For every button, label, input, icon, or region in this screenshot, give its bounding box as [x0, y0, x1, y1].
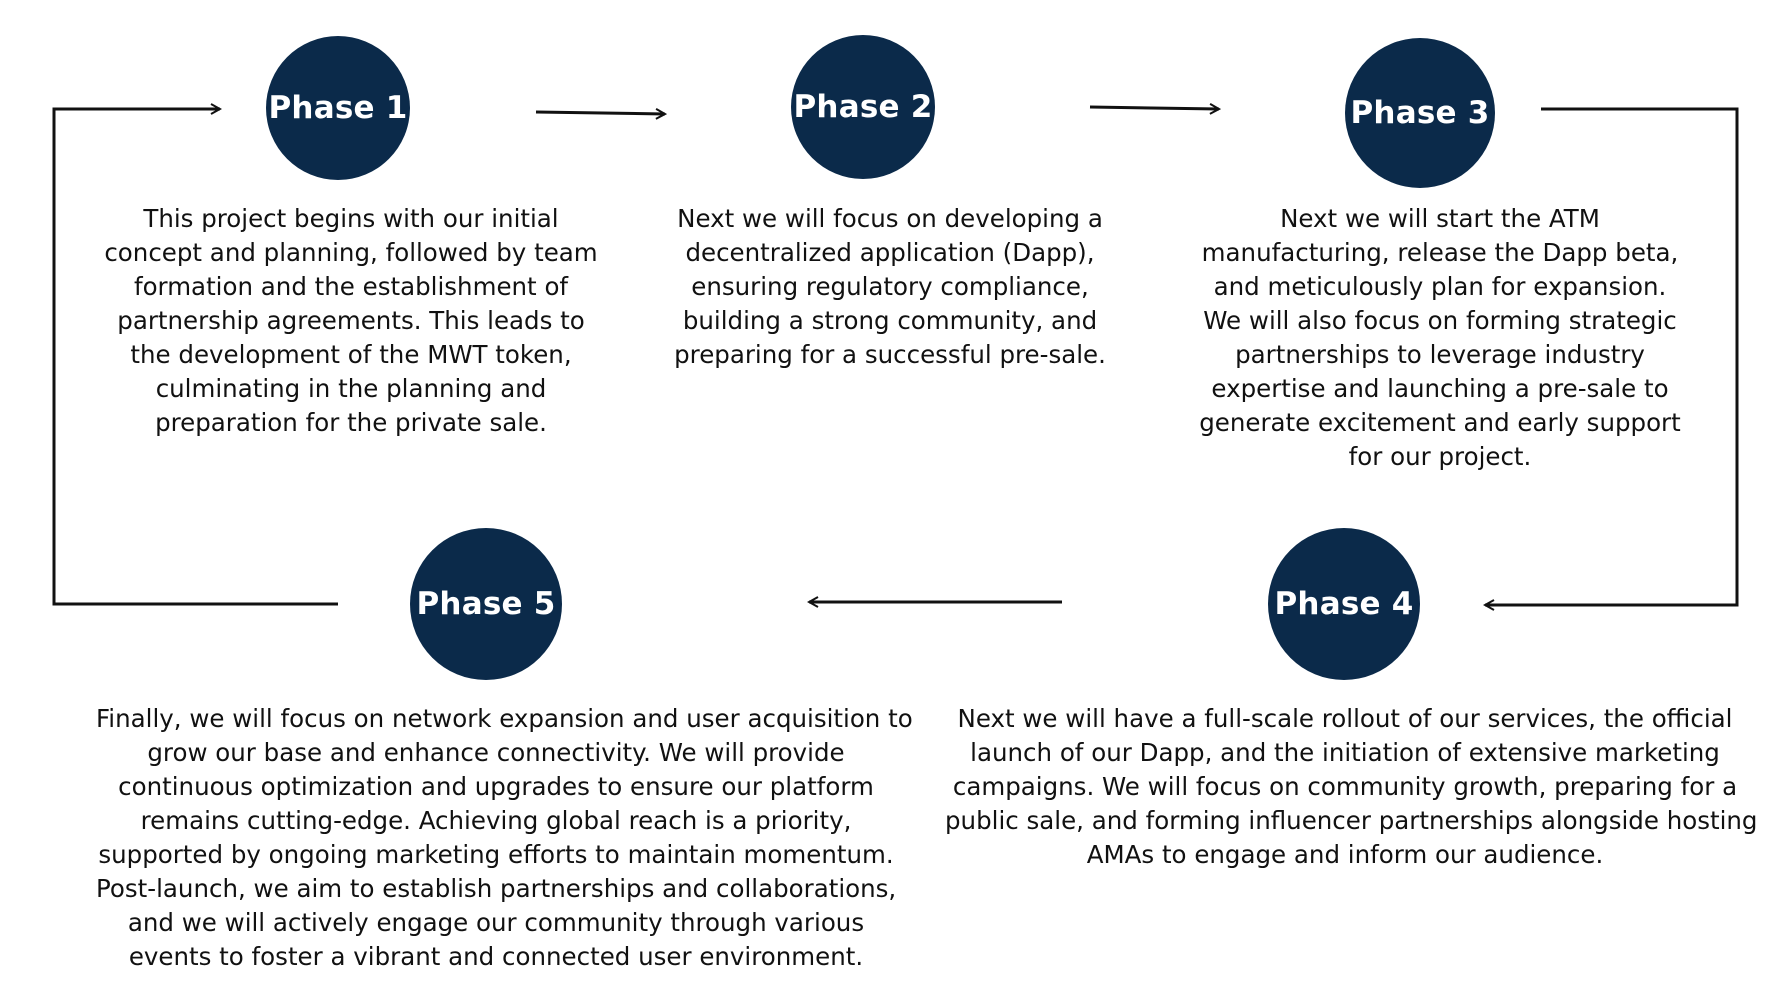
phase-3-text-line: Next we will start the ATM	[1280, 204, 1600, 233]
phase-4-label: Phase 4	[1274, 586, 1414, 622]
phase-3-description: Next we will start the ATM manufacturing…	[1190, 202, 1690, 474]
phase-3-circle: Phase 3	[1345, 38, 1495, 188]
phase-2-text-line: ensuring regulatory compliance,	[691, 272, 1089, 301]
phase-4-text-line: AMAs to engage and inform our audience.	[1086, 840, 1604, 869]
phase-5-text-line: Post-launch, we aim to establish partner…	[96, 874, 897, 903]
phase-4-text-line: launch of our Dapp, and the initiation o…	[970, 738, 1720, 767]
phase-3-text-line: generate excitement and early support	[1199, 408, 1681, 437]
phase-1-text-line: formation and the establishment of	[133, 272, 569, 301]
phase-5-description: Finally, we will focus on network expans…	[96, 702, 913, 974]
phase-1-text-line: preparation for the private sale.	[155, 408, 547, 437]
phase-2-text-line: preparing for a successful pre-sale.	[674, 340, 1106, 369]
phase-5-circle: Phase 5	[410, 528, 562, 680]
phase-4-circle: Phase 4	[1268, 528, 1420, 680]
phase-3-label: Phase 3	[1350, 95, 1490, 131]
phase-3-text-line: partnerships to leverage industry	[1235, 340, 1645, 369]
phase-1-text-line: the development of the MWT token,	[130, 340, 572, 369]
phase-4-text-line: Next we will have a full-scale rollout o…	[957, 704, 1733, 733]
arrow-phase5-to-phase1	[52, 109, 338, 606]
phase-2-text-line: Next we will focus on developing a	[677, 204, 1103, 233]
phase-5-text-line: grow our base and enhance connectivity. …	[147, 738, 845, 767]
phase-2-label: Phase 2	[793, 89, 933, 125]
phase-2-text-line: decentralized application (Dapp),	[685, 238, 1095, 267]
phase-5-text-line: Finally, we will focus on network expans…	[96, 704, 913, 733]
phase-3-text-line: manufacturing, release the Dapp beta,	[1201, 238, 1679, 267]
arrow-phase1-to-phase2	[535, 112, 665, 114]
phase-5-text-line: remains cutting-edge. Achieving global r…	[140, 806, 852, 835]
arrow-phase3-to-phase4	[1485, 107, 1739, 605]
phase-3-text-line: expertise and launching a pre-sale to	[1211, 374, 1669, 403]
phase-5-text-line: events to foster a vibrant and connected…	[128, 942, 864, 971]
phase-5-label: Phase 5	[416, 586, 556, 622]
phase-1-text-line: partnership agreements. This leads to	[117, 306, 585, 335]
phase-1-label: Phase 1	[268, 90, 408, 126]
phase-1-description: This project begins with our initial con…	[96, 202, 606, 440]
phase-5-text-line: supported by ongoing marketing efforts t…	[98, 840, 894, 869]
phase-1-text-line: concept and planning, followed by team	[104, 238, 598, 267]
phase-3-text-line: for our project.	[1348, 442, 1532, 471]
phase-3-text-line: We will also focus on forming strategic	[1203, 306, 1677, 335]
phase-2-circle: Phase 2	[791, 35, 935, 179]
phase-1-text-line: culminating in the planning and	[155, 374, 547, 403]
arrow-phase2-to-phase3	[1089, 107, 1219, 109]
phase-2-text-line: building a strong community, and	[682, 306, 1098, 335]
phase-4-description: Next we will have a full-scale rollout o…	[945, 702, 1758, 872]
phase-4-text-line: campaigns. We will focus on community gr…	[952, 772, 1738, 801]
phase-1-text-line: This project begins with our initial	[143, 204, 559, 233]
phase-2-description: Next we will focus on developing a decen…	[660, 202, 1120, 372]
phase-5-text-line: continuous optimization and upgrades to …	[118, 772, 874, 801]
phase-3-text-line: and meticulously plan for expansion.	[1213, 272, 1667, 301]
phase-4-text-line: public sale, and forming influencer part…	[945, 806, 1758, 835]
phase-5-text-line: and we will actively engage our communit…	[127, 908, 865, 937]
phase-1-circle: Phase 1	[266, 36, 410, 180]
